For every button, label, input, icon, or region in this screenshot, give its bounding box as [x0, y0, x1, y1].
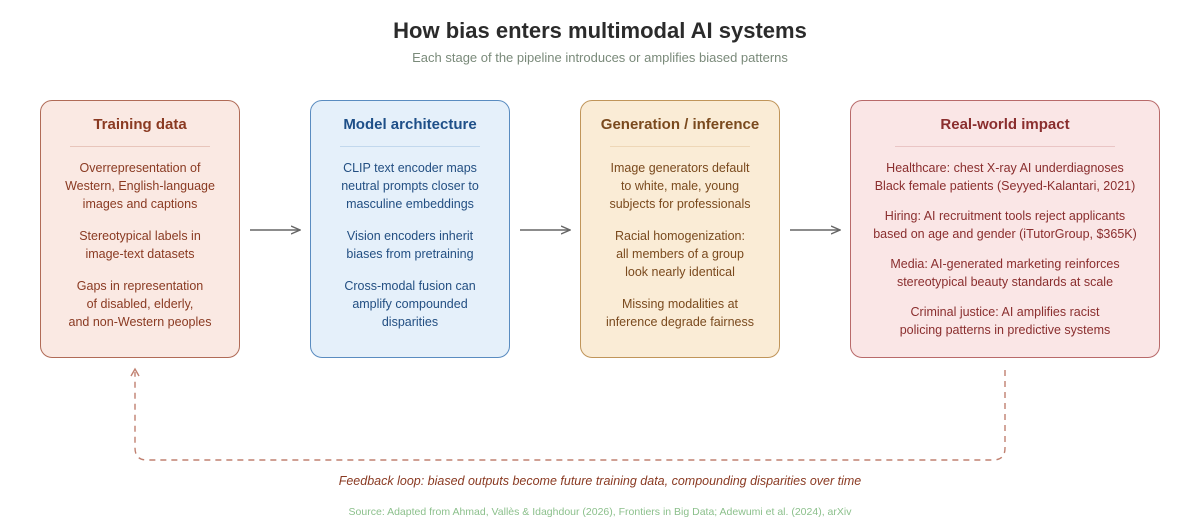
diagram-subtitle: Each stage of the pipeline introduces or… [412, 50, 788, 65]
stage-title: Model architecture [343, 116, 477, 133]
stage-divider [70, 146, 210, 147]
stage-item: Hiring: AI recruitment tools reject appl… [873, 209, 1137, 241]
stage-item: Racial homogenization: all members of a … [615, 229, 745, 279]
stage-model-architecture: Model architecture CLIP text encoder map… [310, 100, 510, 358]
stage-item: CLIP text encoder maps neutral prompts c… [341, 161, 479, 211]
stage-item: Cross-modal fusion can amplify compounde… [344, 279, 476, 329]
stage-item: Stereotypical labels in image-text datas… [79, 229, 201, 261]
stage-item: Overrepresentation of Western, English-l… [65, 161, 215, 211]
stage-item: Healthcare: chest X-ray AI underdiagnose… [874, 161, 1136, 193]
stage-item: Image generators default to white, male,… [609, 161, 751, 211]
stage-divider [610, 146, 750, 147]
stage-item: Vision encoders inherit biases from pret… [346, 229, 474, 261]
stage-divider [895, 146, 1115, 147]
stage-item: Missing modalities at inference degrade … [605, 297, 754, 329]
stage-title: Real-world impact [940, 116, 1070, 133]
stage-generation-inference: Generation / inference Image generators … [580, 100, 780, 358]
feedback-loop-arrow [134, 370, 1006, 461]
source-citation: Source: Adapted from Ahmad, Vallès & Ida… [348, 506, 852, 518]
stage-title: Generation / inference [600, 116, 760, 133]
stage-training-data: Training data Overrepresentation of West… [40, 100, 240, 358]
stage-real-world-impact: Real-world impact Healthcare: chest X-ra… [850, 100, 1160, 358]
stage-item: Media: AI-generated marketing reinforces… [890, 257, 1120, 289]
stage-item: Gaps in representation of disabled, elde… [68, 279, 212, 329]
feedback-arrowhead [130, 367, 140, 377]
diagram-title: How bias enters multimodal AI systems [393, 18, 807, 43]
stage-item: Criminal justice: AI amplifies racist po… [899, 305, 1111, 337]
feedback-loop-label: Feedback loop: biased outputs become fut… [338, 474, 862, 488]
stage-divider [340, 146, 480, 147]
stage-title: Training data [93, 116, 187, 133]
